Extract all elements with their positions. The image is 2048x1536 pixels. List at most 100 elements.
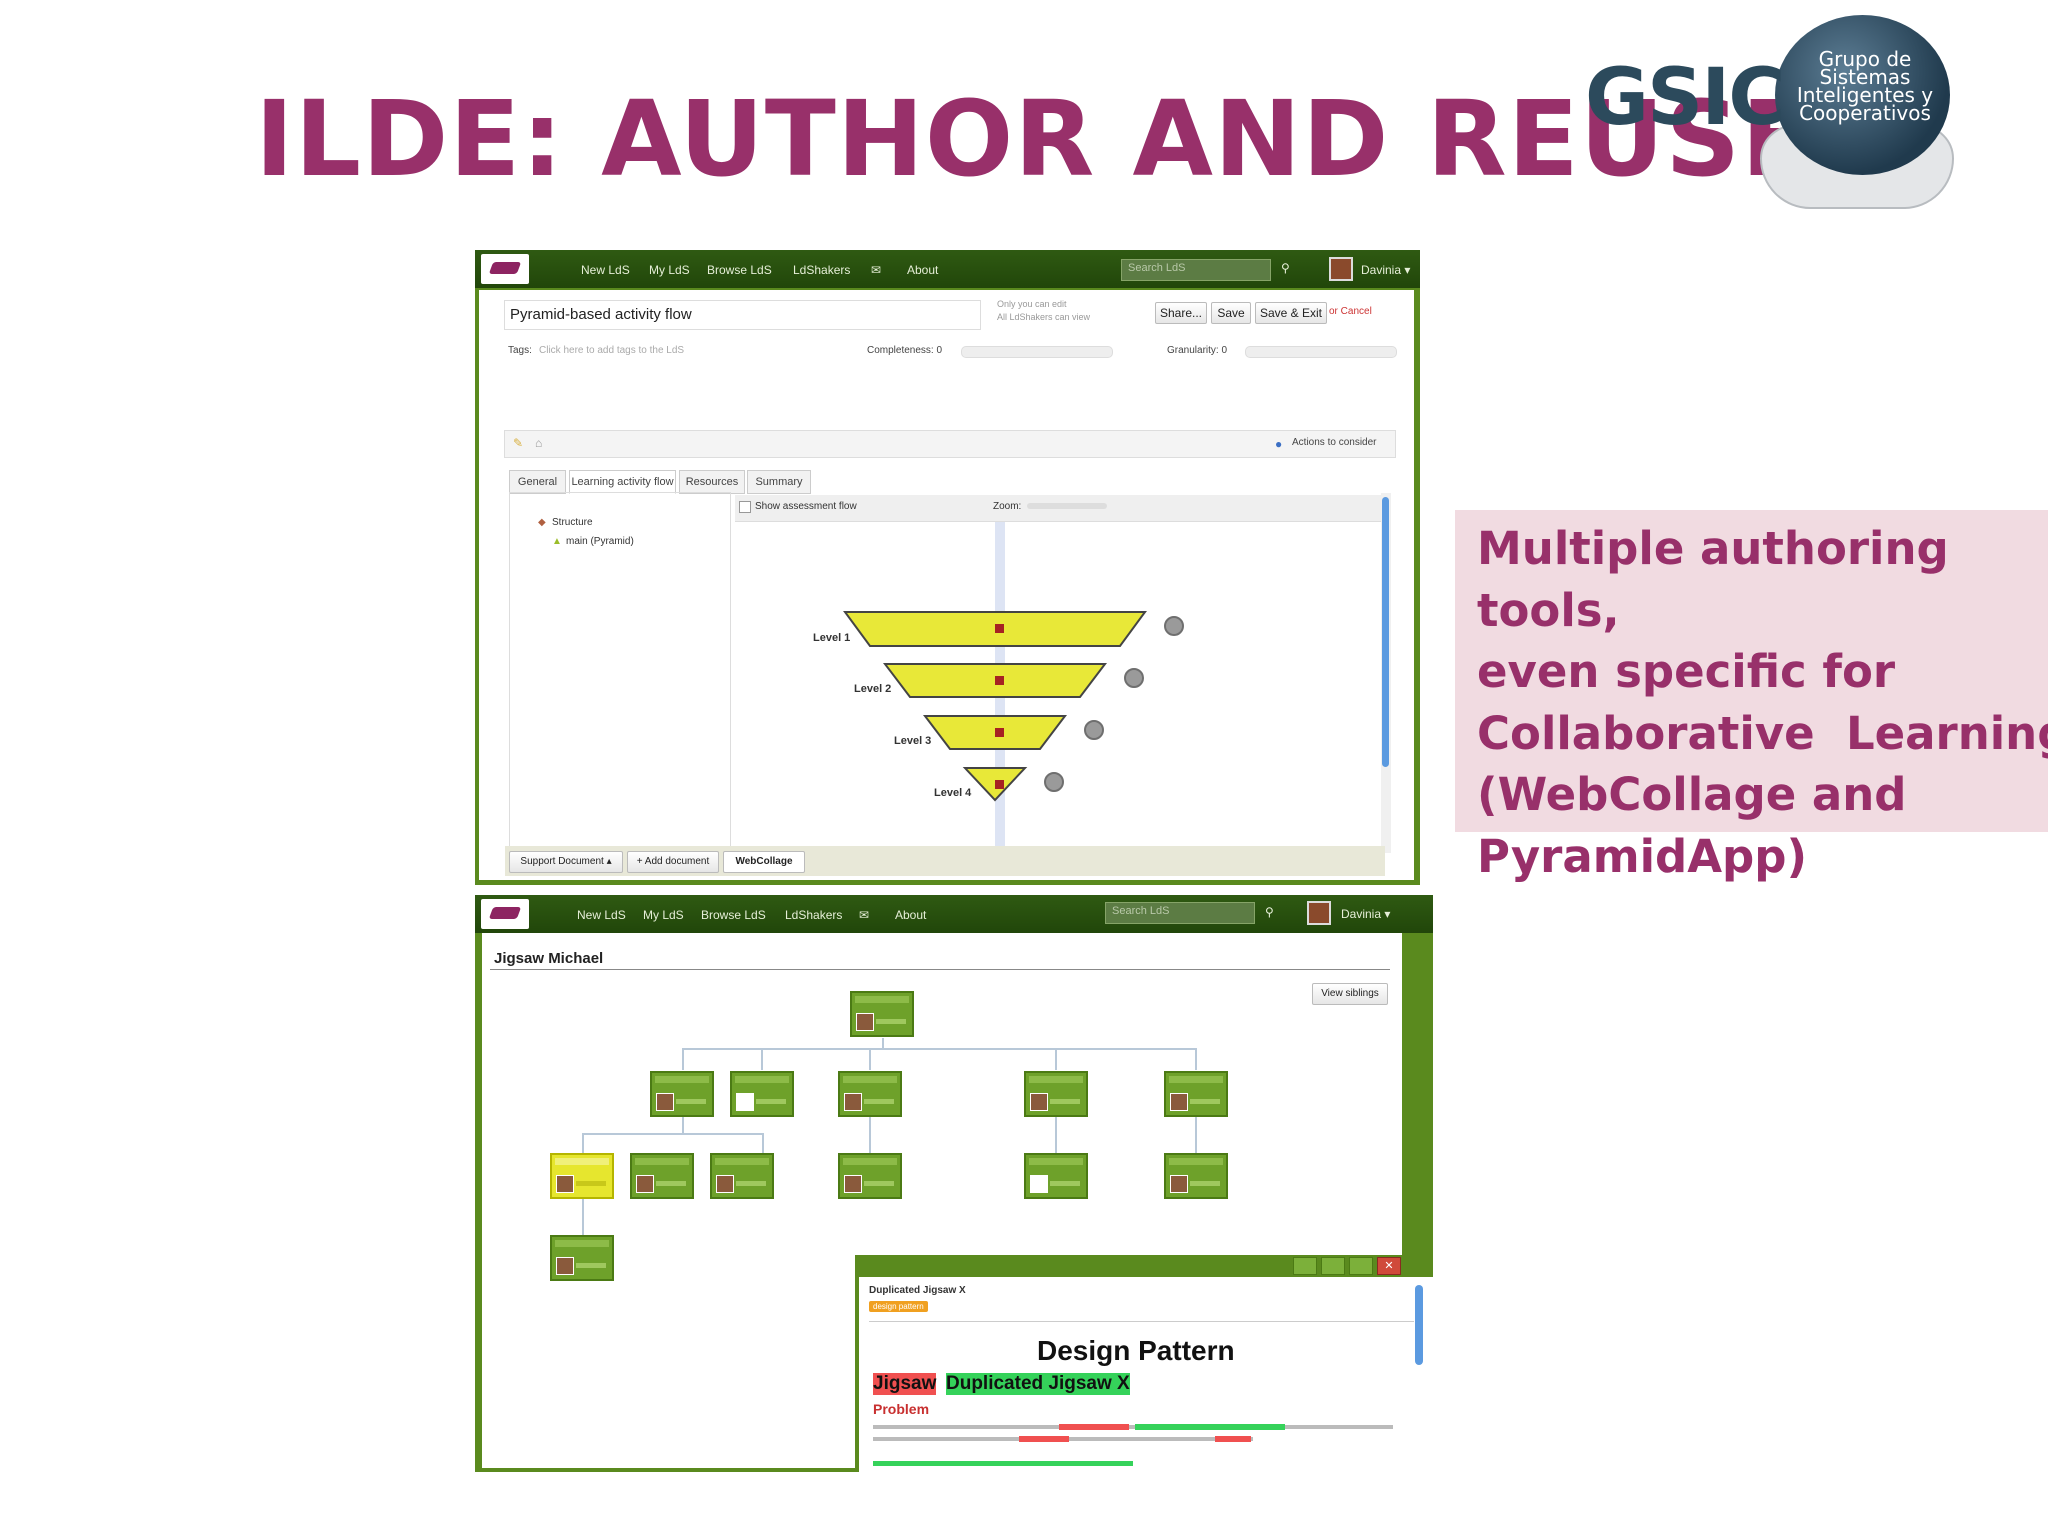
tags-label: Tags: bbox=[508, 345, 532, 356]
zoom-slider[interactable] bbox=[1027, 503, 1107, 509]
body-text-line bbox=[873, 1425, 1393, 1429]
save-exit-button[interactable]: Save & Exit bbox=[1255, 302, 1327, 324]
duplicated-jigsaw-tag: Duplicated Jigsaw X bbox=[946, 1373, 1130, 1395]
granularity-label: Granularity: 0 bbox=[1167, 345, 1228, 356]
scrollbar-thumb[interactable] bbox=[1382, 497, 1389, 767]
assessment-checkbox[interactable] bbox=[739, 501, 751, 513]
avatar[interactable] bbox=[1307, 901, 1331, 925]
scrollbar-thumb[interactable] bbox=[1415, 1285, 1423, 1365]
tree-node[interactable] bbox=[710, 1153, 774, 1199]
tree-structure[interactable]: Structure bbox=[552, 517, 593, 528]
level-4-toggle[interactable] bbox=[1044, 772, 1064, 792]
cancel-link[interactable]: or Cancel bbox=[1329, 306, 1372, 317]
maximize-icon[interactable] bbox=[1349, 1257, 1373, 1275]
structure-tree-panel: ◆ Structure ▲ main (Pyramid) bbox=[509, 492, 731, 866]
user-menu[interactable]: Davinia ▾ bbox=[1361, 263, 1411, 277]
gsic-logo: GSIC Grupo de Sistemas Inteligentes y Co… bbox=[1585, 15, 1970, 210]
status-badge: design pattern bbox=[869, 1301, 928, 1312]
tab-resources[interactable]: Resources bbox=[679, 470, 745, 494]
logo-wordmark: GSIC bbox=[1585, 53, 1785, 143]
lds-title-input[interactable]: Pyramid-based activity flow bbox=[504, 300, 981, 330]
view-siblings-button[interactable]: View siblings bbox=[1312, 983, 1388, 1005]
tab-general[interactable]: General bbox=[509, 470, 566, 494]
tree-node[interactable] bbox=[1024, 1153, 1088, 1199]
tree-node[interactable] bbox=[650, 1071, 714, 1117]
folder-icon[interactable]: ✎ bbox=[513, 436, 524, 450]
tree-node[interactable] bbox=[730, 1071, 794, 1117]
pyramid-diagram bbox=[843, 522, 1147, 862]
globe-line: Inteligentes y bbox=[1796, 83, 1934, 107]
webcollage-screenshot: New LdS My LdS Browse LdS LdShakers ✉ Ab… bbox=[475, 895, 1433, 1472]
logo-globe-text: Grupo de Sistemas Inteligentes y Coopera… bbox=[1790, 47, 1940, 125]
tree-node[interactable] bbox=[1164, 1153, 1228, 1199]
level-1-toggle[interactable] bbox=[1164, 616, 1184, 636]
ilde-logo-icon[interactable] bbox=[481, 254, 529, 284]
tags-input[interactable]: Click here to add tags to the LdS bbox=[539, 345, 685, 356]
vertical-scrollbar[interactable] bbox=[1381, 493, 1391, 853]
search-icon[interactable]: ⚲ bbox=[1281, 261, 1290, 275]
tree-node[interactable] bbox=[838, 1071, 902, 1117]
actions-link[interactable]: Actions to consider bbox=[1292, 437, 1377, 448]
pyramid-icon: ▲ bbox=[552, 536, 562, 547]
granularity-slider[interactable] bbox=[1245, 346, 1397, 358]
root-node[interactable] bbox=[850, 991, 914, 1037]
mail-icon[interactable]: ✉ bbox=[871, 263, 882, 277]
user-menu[interactable]: Davinia ▾ bbox=[1341, 907, 1391, 921]
minimize-icon[interactable] bbox=[1293, 1257, 1317, 1275]
tree-node[interactable] bbox=[630, 1153, 694, 1199]
nav-about[interactable]: About bbox=[895, 908, 927, 922]
nav-about[interactable]: About bbox=[907, 263, 939, 277]
jigsaw-tag: Jigsaw bbox=[873, 1373, 937, 1395]
restore-icon[interactable] bbox=[1321, 1257, 1345, 1275]
nav-ldshakers[interactable]: LdShakers bbox=[785, 908, 843, 922]
callout-line: even specific for bbox=[1477, 645, 1896, 698]
level-1-label: Level 1 bbox=[813, 632, 851, 644]
top-navbar: New LdS My LdS Browse LdS LdShakers ✉ Ab… bbox=[475, 250, 1420, 288]
search-icon[interactable]: ⚲ bbox=[1265, 905, 1274, 919]
search-input[interactable]: Search LdS bbox=[1121, 259, 1271, 281]
tag-icon[interactable]: ⌂ bbox=[535, 436, 543, 450]
nav-ldshakers[interactable]: LdShakers bbox=[793, 263, 851, 277]
level-4-label: Level 4 bbox=[934, 787, 972, 799]
nav-browse-lds[interactable]: Browse LdS bbox=[707, 263, 772, 277]
share-button[interactable]: Share... bbox=[1155, 302, 1207, 324]
document-footer: Support Document ▴ + Add document WebCol… bbox=[505, 846, 1385, 876]
tree-node[interactable] bbox=[1164, 1071, 1228, 1117]
globe-line: Cooperativos bbox=[1799, 101, 1931, 125]
webcollage-tab[interactable]: WebCollage bbox=[723, 851, 805, 873]
slide-title: ILDE: AUTHOR AND REUSE bbox=[255, 78, 1814, 200]
search-input[interactable]: Search LdS bbox=[1105, 902, 1255, 924]
nav-new-lds[interactable]: New LdS bbox=[581, 263, 630, 277]
tree-node[interactable] bbox=[838, 1153, 902, 1199]
nav-new-lds[interactable]: New LdS bbox=[577, 908, 626, 922]
callout-line: (WebCollage and bbox=[1477, 768, 1907, 821]
tree-main-pyramid[interactable]: main (Pyramid) bbox=[566, 536, 634, 547]
nav-my-lds[interactable]: My LdS bbox=[643, 908, 684, 922]
avatar[interactable] bbox=[1329, 257, 1353, 281]
editor-panel: Pyramid-based activity flow Only you can… bbox=[479, 290, 1414, 880]
completeness-slider[interactable] bbox=[961, 346, 1113, 358]
level-4-node bbox=[995, 780, 1004, 789]
tab-summary[interactable]: Summary bbox=[747, 470, 811, 494]
globe-graphic bbox=[1775, 15, 1950, 175]
callout-line: Collaborative Learning bbox=[1477, 706, 2048, 760]
close-icon[interactable]: ✕ bbox=[1377, 1257, 1401, 1275]
window-title: Duplicated Jigsaw X bbox=[869, 1285, 966, 1296]
selected-node-jigsaw-michael[interactable] bbox=[550, 1153, 614, 1199]
ilde-logo-icon[interactable] bbox=[481, 899, 529, 929]
level-3-label: Level 3 bbox=[894, 735, 932, 747]
add-document-button[interactable]: + Add document bbox=[627, 851, 719, 873]
level-2-toggle[interactable] bbox=[1124, 668, 1144, 688]
mail-icon[interactable]: ✉ bbox=[859, 908, 870, 922]
tree-node[interactable] bbox=[550, 1235, 614, 1281]
completeness-label: Completeness: 0 bbox=[867, 345, 943, 356]
level-3-toggle[interactable] bbox=[1084, 720, 1104, 740]
tab-learning-activity-flow[interactable]: Learning activity flow bbox=[569, 470, 676, 494]
save-button[interactable]: Save bbox=[1211, 302, 1251, 324]
globe-line: Grupo de bbox=[1818, 47, 1912, 71]
level-1-node bbox=[995, 624, 1004, 633]
nav-browse-lds[interactable]: Browse LdS bbox=[701, 908, 766, 922]
nav-my-lds[interactable]: My LdS bbox=[649, 263, 690, 277]
tree-node[interactable] bbox=[1024, 1071, 1088, 1117]
support-document-button[interactable]: Support Document ▴ bbox=[509, 851, 623, 873]
